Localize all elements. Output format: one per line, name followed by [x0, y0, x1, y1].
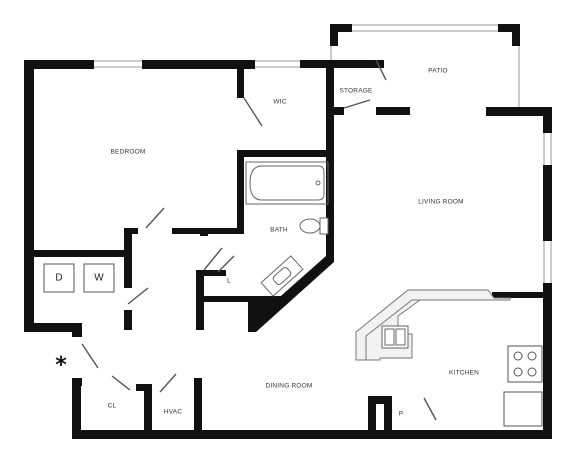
wall-patio-right-corner — [512, 24, 520, 46]
wall-storage-left — [326, 60, 334, 260]
wall-bottom — [72, 430, 552, 439]
door-patio — [375, 59, 387, 81]
door-laundry-b — [217, 255, 235, 273]
wall-bath-wedge — [248, 296, 288, 332]
wall-living-right-mid — [543, 165, 552, 241]
wall-pantry-left — [368, 396, 376, 438]
wall-bedroom-left — [24, 60, 34, 332]
door-closet-a — [111, 375, 131, 391]
door-entry — [81, 343, 99, 369]
wall-closet-hvac-divider — [144, 384, 152, 438]
bath-vanity — [260, 255, 304, 297]
wall-patio-top-left — [330, 24, 352, 32]
wall-living-right-top — [543, 107, 552, 133]
doors — [81, 59, 437, 421]
room-label-wic: WIC — [273, 98, 287, 106]
wall-laundry-shelf — [204, 296, 248, 302]
door-washer — [127, 287, 149, 305]
wall-laundry-left — [196, 270, 204, 330]
room-label-bath: BATH — [270, 226, 288, 234]
washer-label: W — [94, 272, 104, 284]
washer-dryer — [43, 263, 115, 293]
door-laundry-a — [203, 247, 223, 271]
wall-closet-top-left — [72, 378, 82, 386]
room-label-laundry: L — [227, 277, 231, 285]
wall-bedroom-top-mid — [142, 60, 255, 69]
door-storage — [343, 99, 371, 109]
room-label-pantry: P — [398, 410, 404, 418]
dryer-label: D — [55, 272, 63, 284]
wall-washer-top — [34, 250, 126, 257]
wall-living-right-low — [543, 283, 552, 438]
wall-wic-bottom — [237, 150, 332, 157]
bathtub — [245, 161, 329, 205]
wall-closet-left — [72, 378, 81, 438]
wall-washer-right-low — [124, 310, 132, 330]
wall-entry-jamb — [72, 323, 82, 337]
wall-laundry-top — [196, 270, 226, 276]
walls — [24, 24, 552, 439]
room-label-storage: STORAGE — [339, 87, 373, 95]
wall-kitchen-top — [492, 292, 552, 298]
room-label-dining-room: DINING ROOM — [265, 382, 313, 390]
door-bedroom — [145, 207, 165, 229]
room-label-patio: PATIO — [428, 67, 448, 75]
room-label-living-room: LIVING ROOM — [418, 198, 464, 206]
kitchen-island-edge — [365, 299, 488, 360]
wall-hall-stub — [200, 228, 208, 236]
toilet — [299, 217, 329, 235]
door-pantry — [423, 397, 437, 421]
room-label-kitchen: KITCHEN — [449, 369, 479, 377]
wall-bedroom-bottom — [24, 323, 82, 332]
wall-bedroom-top-left — [24, 60, 94, 69]
wall-patio-top-right — [498, 24, 520, 32]
wall-storage-bottom-b — [376, 107, 410, 115]
wall-bedroom-inner-v — [124, 228, 132, 288]
range — [507, 345, 543, 383]
wall-patio-left-corner — [330, 24, 338, 46]
wall-top-storage — [300, 60, 384, 68]
door-closet-b — [159, 373, 177, 393]
wall-bedroom-inner-stub — [124, 228, 138, 234]
refrigerator — [503, 391, 543, 427]
room-label-bedroom: BEDROOM — [110, 148, 146, 156]
door-wic — [243, 97, 263, 127]
wall-pantry-inner — [384, 396, 392, 438]
room-label-hvac: HVAC — [163, 408, 183, 416]
wall-wic-left — [237, 60, 244, 98]
wall-storage-bottom-a — [326, 107, 344, 115]
entry-marker-icon: * — [55, 353, 67, 378]
wall-hvac-right — [194, 378, 202, 438]
kitchen-sink — [381, 325, 409, 349]
wall-living-top — [486, 107, 552, 116]
windows — [94, 24, 552, 283]
wall-pantry-top — [368, 396, 390, 404]
wall-bath-left — [237, 150, 244, 234]
room-label-closet: CL — [107, 402, 117, 410]
